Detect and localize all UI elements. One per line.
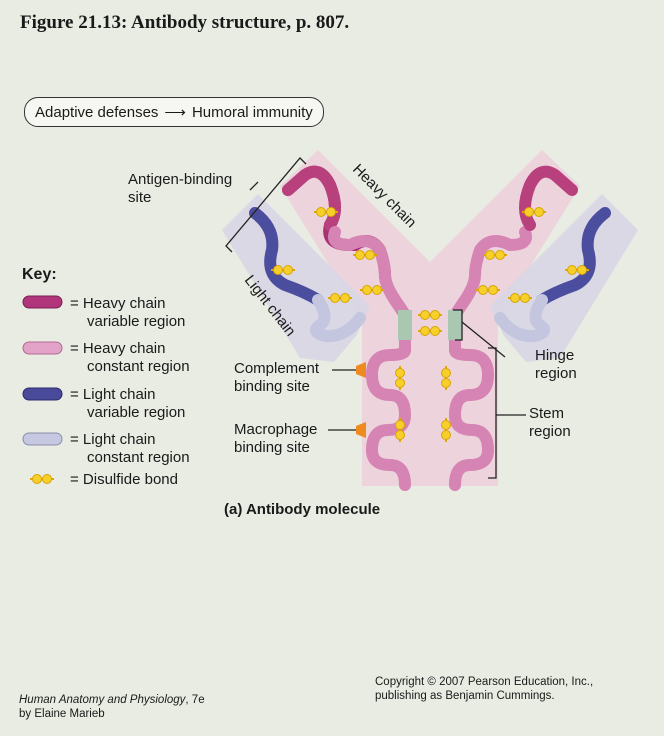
book-edition: , 7e bbox=[185, 694, 205, 706]
chain-bands bbox=[222, 150, 638, 486]
key-item-label: constant region bbox=[87, 358, 190, 375]
copyright-line-1: Copyright © 2007 Pearson Education, Inc.… bbox=[375, 676, 594, 688]
light-variable-swatch bbox=[22, 387, 63, 401]
key-item-label: = Heavy chain bbox=[70, 340, 165, 357]
antigen-binding-label-2: site bbox=[128, 189, 151, 206]
hinge-label: Hinge bbox=[535, 347, 574, 364]
breadcrumb: Adaptive defenses ⟶ Humoral immunity bbox=[24, 97, 324, 127]
figure-title: Figure 21.13: Antibody structure, p. 807… bbox=[20, 12, 350, 33]
arrow-right-icon: ⟶ bbox=[164, 104, 186, 121]
key-item-label: = Disulfide bond bbox=[70, 471, 178, 488]
book-credit: Human Anatomy and Physiology, 7e by Elai… bbox=[19, 693, 205, 721]
copyright: Copyright © 2007 Pearson Education, Inc.… bbox=[375, 675, 593, 703]
macrophage-label: Macrophage bbox=[234, 421, 317, 438]
macrophage-label-2: binding site bbox=[234, 439, 310, 456]
figure-caption: (a) Antibody molecule bbox=[224, 501, 380, 518]
light-chain-left bbox=[249, 207, 366, 343]
light-constant-swatch bbox=[22, 432, 63, 446]
antigen-binding-label: Antigen-binding bbox=[128, 171, 232, 188]
macrophage-site-marker bbox=[356, 422, 366, 438]
book-author: by Elaine Marieb bbox=[19, 708, 105, 720]
key-item-label: = Heavy chain bbox=[70, 295, 165, 312]
complement-label-2: binding site bbox=[234, 378, 310, 395]
hinge-label-2: region bbox=[535, 365, 577, 382]
heavy-variable-swatch bbox=[22, 295, 63, 309]
key-item-label: variable region bbox=[87, 313, 185, 330]
disulfide-bond-icon bbox=[29, 473, 55, 485]
key-item-label: variable region bbox=[87, 404, 185, 421]
leader-lines bbox=[225, 157, 526, 479]
key-item-label: = Light chain bbox=[70, 386, 155, 403]
breadcrumb-to: Humoral immunity bbox=[191, 103, 313, 121]
book-title: Human Anatomy and Physiology bbox=[19, 694, 186, 706]
key-legend: Key: = Heavy chain variable region = Hea… bbox=[22, 266, 190, 488]
complement-label: Complement bbox=[234, 360, 320, 377]
complement-site-marker bbox=[356, 362, 366, 378]
key-title: Key: bbox=[22, 266, 57, 283]
copyright-line-2: publishing as Benjamin Cummings. bbox=[375, 690, 555, 702]
stem-label-2: region bbox=[529, 423, 571, 440]
breadcrumb-from: Adaptive defenses bbox=[35, 103, 159, 121]
key-item-label: = Light chain bbox=[70, 431, 155, 448]
stem-label: Stem bbox=[529, 405, 564, 422]
key-item-label: constant region bbox=[87, 449, 190, 466]
heavy-constant-swatch bbox=[22, 341, 63, 355]
light-chain-right bbox=[494, 207, 611, 343]
